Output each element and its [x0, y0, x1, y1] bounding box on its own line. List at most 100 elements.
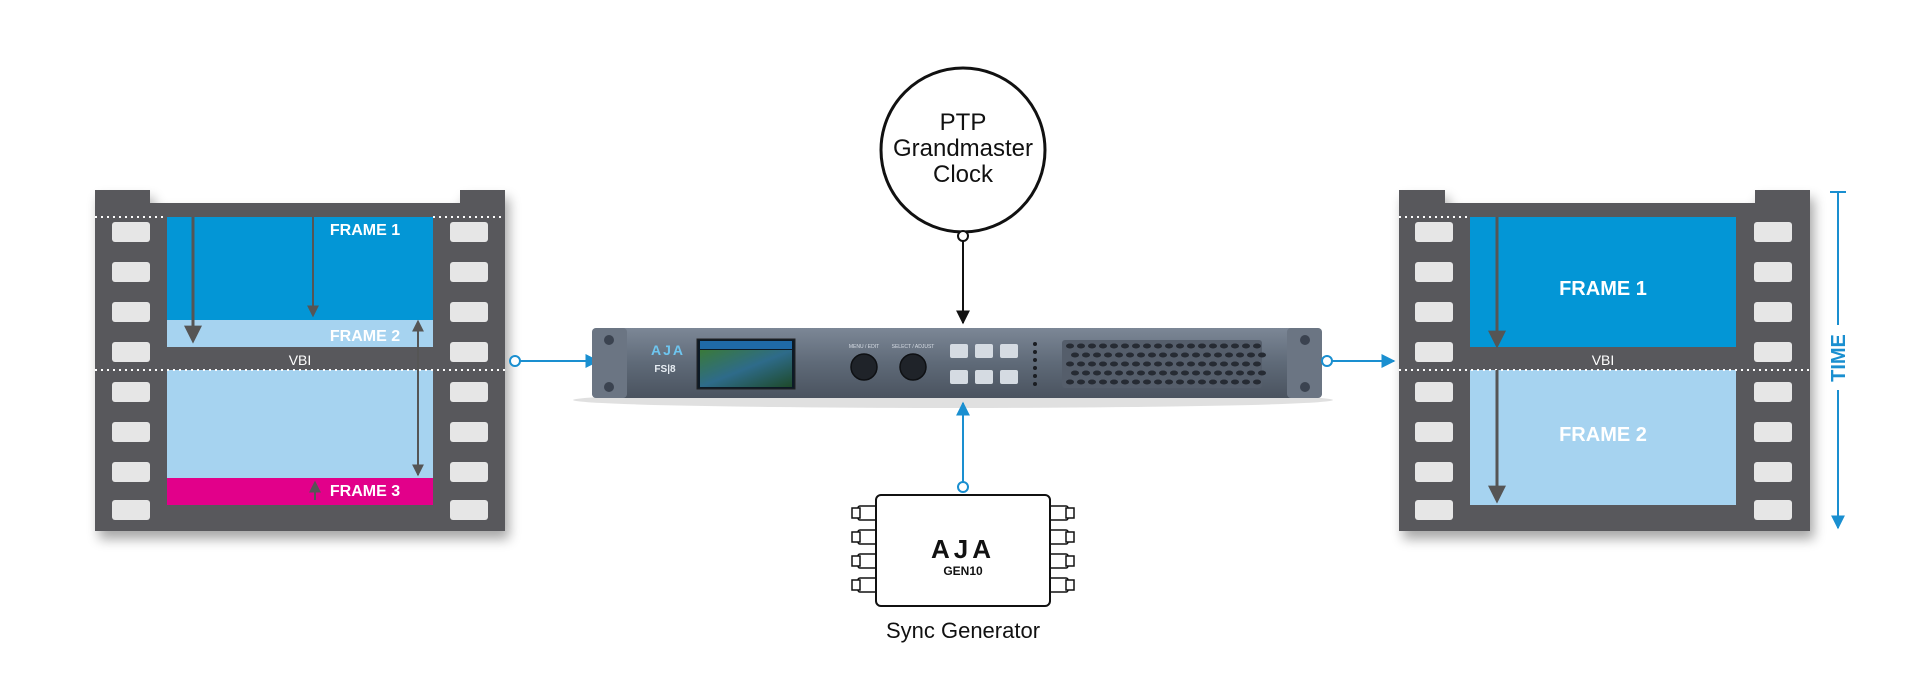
- right-frame-2: [1470, 370, 1736, 505]
- vent-hole: [1181, 352, 1189, 358]
- left-frame-2-label: FRAME 2: [330, 328, 400, 345]
- right-frame-2-label: FRAME 2: [1559, 424, 1647, 446]
- vent-hole: [1225, 370, 1233, 376]
- device-to-right-connector: [1321, 354, 1396, 368]
- vent-hole: [1242, 361, 1250, 367]
- ptp-grandmaster-clock: PTP Grandmaster Clock: [879, 66, 1047, 325]
- vent-hole: [1143, 361, 1151, 367]
- vent-hole: [1187, 343, 1195, 349]
- vent-hole: [1209, 379, 1217, 385]
- vent-hole: [1099, 343, 1107, 349]
- left-vbi-label: VBI: [289, 352, 312, 368]
- vent-hole: [1148, 370, 1156, 376]
- vent-hole: [1088, 343, 1096, 349]
- vent-hole: [1258, 352, 1266, 358]
- vent-hole: [1181, 370, 1189, 376]
- right-film-sprockets-left: [1415, 222, 1453, 520]
- vent-hole: [1121, 361, 1129, 367]
- device-button-audio[interactable]: [1000, 370, 1018, 384]
- vent-hole: [1165, 379, 1173, 385]
- device-screen-image: [700, 350, 792, 387]
- vent-hole: [1110, 361, 1118, 367]
- vent-hole: [1121, 343, 1129, 349]
- right-frame-1: [1470, 217, 1736, 347]
- vent-hole: [1126, 352, 1134, 358]
- device-button-video[interactable]: [975, 370, 993, 384]
- vent-hole: [1214, 370, 1222, 376]
- vent-hole: [1236, 352, 1244, 358]
- device-knob-1[interactable]: [850, 353, 878, 381]
- vent-hole: [1082, 370, 1090, 376]
- vent-hole: [1165, 343, 1173, 349]
- vent-hole: [1209, 343, 1217, 349]
- device-button-preset[interactable]: [1000, 344, 1018, 358]
- vent-hole: [1143, 343, 1151, 349]
- vent-hole: [1137, 352, 1145, 358]
- left-frame-1: [167, 217, 433, 320]
- vent-hole: [1192, 370, 1200, 376]
- vent-hole: [1099, 379, 1107, 385]
- left-film-sprockets-left: [112, 222, 150, 520]
- vent-hole: [1126, 370, 1134, 376]
- vent-hole: [1154, 379, 1162, 385]
- vent-hole: [1231, 361, 1239, 367]
- vent-hole: [1148, 352, 1156, 358]
- vent-hole: [1214, 352, 1222, 358]
- vent-hole: [1077, 343, 1085, 349]
- sync-to-device-connector: [956, 401, 970, 493]
- vent-hole: [1088, 361, 1096, 367]
- vent-hole: [1093, 370, 1101, 376]
- sync-generator-body: [875, 494, 1051, 607]
- vent-hole: [1137, 370, 1145, 376]
- vent-hole: [1066, 361, 1074, 367]
- time-axis-label: TIME: [1828, 334, 1850, 382]
- left-film-sprockets-right: [450, 222, 488, 520]
- vent-hole: [1209, 361, 1217, 367]
- vent-hole: [1225, 352, 1233, 358]
- device-button-remote[interactable]: [950, 370, 968, 384]
- sync-generator-model: GEN10: [943, 564, 983, 578]
- device-button-status[interactable]: [950, 344, 968, 358]
- vent-hole: [1170, 370, 1178, 376]
- vent-hole: [1176, 343, 1184, 349]
- left-film-strip: FRAME 1 FRAME 2 FRAME 3 VBI: [95, 190, 505, 531]
- fs8-device: AJA FS|8 MENU / EDIT SELECT / ADJUST: [573, 328, 1333, 408]
- vent-hole: [1247, 370, 1255, 376]
- left-frame-2-top: [167, 320, 433, 347]
- right-frame-1-label: FRAME 1: [1559, 278, 1647, 300]
- vent-hole: [1220, 361, 1228, 367]
- vent-hole: [1176, 379, 1184, 385]
- vent-hole: [1071, 352, 1079, 358]
- vent-hole: [1187, 379, 1195, 385]
- vent-hole: [1165, 361, 1173, 367]
- vent-hole: [1066, 343, 1074, 349]
- vent-hole: [1231, 343, 1239, 349]
- left-frame-2-bottom: [167, 370, 433, 478]
- vent-hole: [1121, 379, 1129, 385]
- vent-hole: [1154, 343, 1162, 349]
- ptp-label-line1: PTP: [940, 109, 987, 136]
- vent-hole: [1110, 379, 1118, 385]
- vent-hole: [1203, 370, 1211, 376]
- vent-hole: [1247, 352, 1255, 358]
- vent-hole: [1143, 379, 1151, 385]
- vent-hole: [1258, 370, 1266, 376]
- vent-hole: [1198, 343, 1206, 349]
- vent-hole: [1253, 361, 1261, 367]
- knob-2-label: SELECT / ADJUST: [892, 344, 935, 350]
- vent-hole: [1077, 379, 1085, 385]
- right-film-sprockets-right: [1754, 222, 1792, 520]
- left-frame-1-label: FRAME 1: [330, 222, 400, 239]
- sync-generator-brand: AJA: [931, 534, 995, 564]
- vent-hole: [1220, 379, 1228, 385]
- left-frame-3: [167, 478, 433, 505]
- vent-hole: [1093, 352, 1101, 358]
- device-button-system[interactable]: [975, 344, 993, 358]
- vent-hole: [1170, 352, 1178, 358]
- vent-hole: [1088, 379, 1096, 385]
- vent-hole: [1253, 343, 1261, 349]
- device-knob-2[interactable]: [899, 353, 927, 381]
- device-vent-holes: [1066, 343, 1266, 385]
- device-brand-logo: AJA: [651, 342, 685, 358]
